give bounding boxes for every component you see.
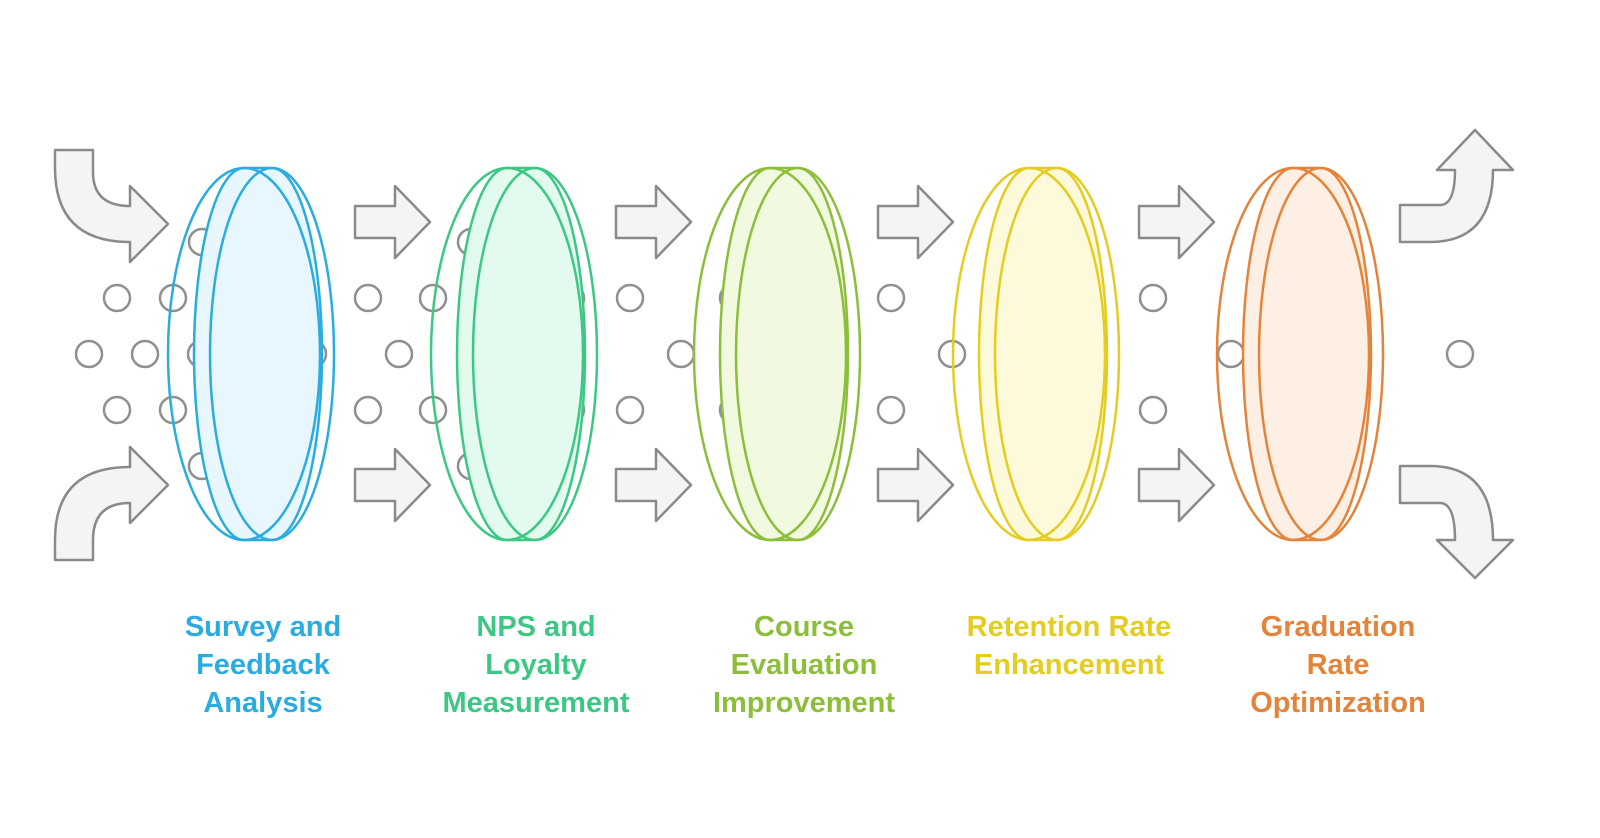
dot-icon	[130, 339, 160, 369]
ring-inner-rim	[208, 166, 336, 542]
right-arrow-icon	[876, 184, 955, 260]
right-arrow-icon	[1137, 184, 1216, 260]
curved-arrow-out-bottom-icon	[1398, 464, 1515, 580]
right-arrow-icon	[1137, 447, 1216, 523]
ring-inner-rim	[1257, 166, 1385, 542]
ring-outer-rim	[951, 166, 1107, 542]
curved-arrow-out-top-icon	[1398, 128, 1515, 244]
right-arrow-icon	[614, 447, 693, 523]
curved-arrow-in-bottom-icon	[53, 445, 170, 562]
dot-icon	[1216, 339, 1246, 369]
right-arrow-icon	[353, 447, 432, 523]
ring-outer-rim	[692, 166, 848, 542]
curved-arrow-in-top-icon	[53, 148, 170, 264]
dot-icon	[1445, 339, 1475, 369]
right-arrow-icon	[614, 184, 693, 260]
dot-icon	[615, 395, 645, 425]
stage-label-retention-rate-enhancement: Retention Rate Enhancement	[966, 611, 1172, 681]
ring-inner-rim	[471, 166, 599, 542]
ring-inner-rim	[734, 166, 862, 542]
filter-ring-retention	[951, 166, 1121, 542]
dot-icon	[353, 395, 383, 425]
filter-ring-course	[692, 166, 862, 542]
ring-inner-rim	[993, 166, 1121, 542]
right-arrow-icon	[353, 184, 432, 260]
dot-icon	[876, 283, 906, 313]
dot-icon	[1138, 395, 1168, 425]
dot-icon	[1138, 283, 1168, 313]
filter-ring-survey	[166, 166, 336, 542]
dot-icon	[353, 283, 383, 313]
dot-icon	[666, 339, 696, 369]
right-arrow-icon	[876, 447, 955, 523]
stage-label-course-evaluation-improvement: Course Evaluation Improvement	[712, 611, 896, 719]
arrows-layer	[53, 128, 1515, 580]
ring-outer-rim	[429, 166, 585, 542]
filter-rings-layer	[166, 166, 1385, 542]
dot-icon	[102, 283, 132, 313]
stage-label-survey-feedback-analysis: Survey and Feedback Analysis	[184, 611, 342, 719]
dot-icon	[102, 395, 132, 425]
ring-outer-rim	[166, 166, 322, 542]
dot-icon	[384, 339, 414, 369]
filter-ring-graduation	[1215, 166, 1385, 542]
filter-ring-nps	[429, 166, 599, 542]
stage-label-graduation-rate-optimization: Graduation Rate Optimization	[1250, 611, 1426, 719]
dot-icon	[74, 339, 104, 369]
dot-icon	[615, 283, 645, 313]
ring-outer-rim	[1215, 166, 1371, 542]
dot-icon	[876, 395, 906, 425]
stage-label-nps-loyalty-measurement: NPS and Loyalty Measurement	[442, 611, 630, 719]
